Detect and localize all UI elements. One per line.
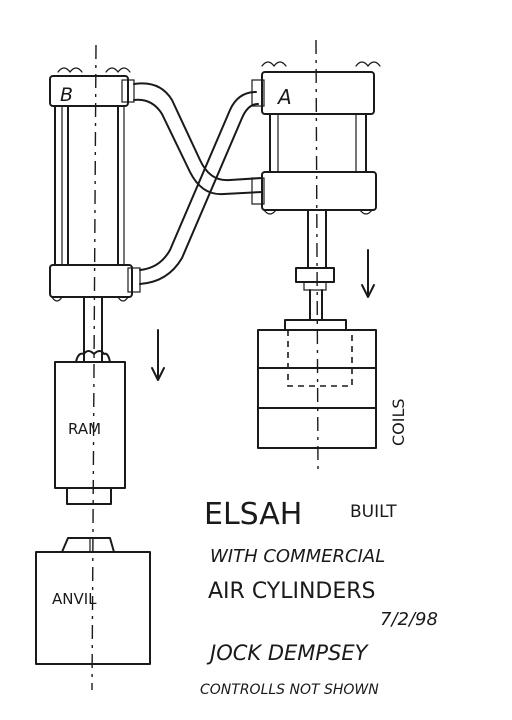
ram-arrow-head xyxy=(151,367,165,381)
top-bolt-right xyxy=(355,61,381,67)
hose-b-to-a-top xyxy=(139,91,257,271)
hose-b-to-a-bottom-outer xyxy=(133,98,263,196)
cylinder-b-assembly xyxy=(35,44,165,691)
top-bolt-left xyxy=(261,61,287,67)
bottom-bolt xyxy=(51,296,63,302)
bottom-bolt xyxy=(359,209,373,215)
cylinder-a-top-cap xyxy=(261,71,375,115)
cylinder-b-bottom-cap xyxy=(49,264,133,298)
cylinder-a-bottom-cap xyxy=(261,171,377,211)
right-centerline xyxy=(315,39,319,471)
cylinder-b-top-cap xyxy=(49,75,129,107)
note-date: 7/2/98 xyxy=(380,609,438,630)
bottom-bolt xyxy=(117,296,129,302)
rod-nut xyxy=(295,267,335,283)
ram-die xyxy=(66,487,112,505)
note-built: BUILT xyxy=(350,502,397,522)
fitting-b-top xyxy=(121,79,135,103)
note-author: JOCK DEMPSEY xyxy=(206,641,370,665)
ram-label: RAM xyxy=(68,420,101,438)
note-line3: AIR CYLINDERS xyxy=(208,579,376,604)
fitting-b-bottom xyxy=(127,267,141,293)
fitting-a-bottom xyxy=(251,177,265,205)
cylinder-a-label: A xyxy=(276,85,292,109)
coils-label: COILS xyxy=(389,398,408,446)
note-footer: CONTROLLS NOT SHOWN xyxy=(200,682,379,698)
hose-b-to-a-bottom xyxy=(133,82,263,182)
note-line2: WITH COMMERCIAL xyxy=(210,546,385,567)
rod-clevis xyxy=(75,350,111,363)
top-bolt-left xyxy=(57,67,83,73)
left-centerline xyxy=(91,44,97,691)
fitting-a-top xyxy=(251,79,265,107)
hidden-weight-outline xyxy=(287,330,353,387)
anvil-block xyxy=(35,551,151,665)
coils-arrow-head xyxy=(361,284,375,298)
note-title: ELSAH xyxy=(204,497,302,532)
top-bolt-right xyxy=(105,67,131,73)
rod-coupler xyxy=(303,281,327,291)
anvil-die xyxy=(61,537,115,553)
cylinder-a-assembly xyxy=(251,39,381,471)
coil-stack xyxy=(257,329,377,449)
bottom-bolt xyxy=(263,209,277,215)
coil-top-plate xyxy=(284,319,347,331)
cylinder-b-label: B xyxy=(60,84,73,106)
anvil-label: ANVIL xyxy=(52,590,97,608)
air-hoses xyxy=(133,82,263,285)
